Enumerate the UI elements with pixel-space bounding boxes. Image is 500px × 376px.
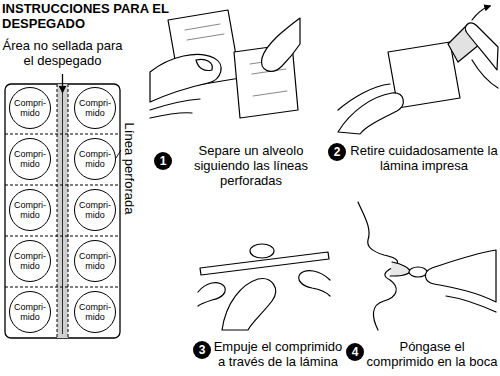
number-text: 4	[352, 346, 359, 358]
tablet-circle: Compri- mido	[9, 138, 51, 180]
tablet-circle: Compri- mido	[74, 189, 116, 231]
step-1-picture	[150, 10, 300, 118]
thumb	[262, 18, 300, 71]
tablet-circle: Compri- mido	[9, 189, 51, 231]
step-caption: Separe un alveolo siguiendo las líneas p…	[190, 143, 312, 188]
tablet-circle: Compri- mido	[74, 138, 116, 180]
tablet-text: Compri- mido	[11, 200, 49, 220]
number-text: 2	[334, 146, 341, 158]
finger-line	[150, 99, 200, 118]
tablet-text: Compri- mido	[11, 302, 49, 322]
holding-finger	[198, 283, 225, 306]
tablet-circle: Compri- mido	[9, 291, 51, 333]
step-caption: Retire cuidadosamente la lámina impresa	[349, 143, 499, 173]
tablet-text: Compri- mido	[11, 149, 49, 169]
strip-line	[62, 92, 63, 334]
step-2-picture	[338, 6, 498, 134]
pushing-finger	[222, 279, 276, 330]
step-caption: Póngase el comprimido en la boca	[366, 339, 498, 369]
tablet-text: Compri- mido	[11, 251, 49, 271]
tablet	[409, 267, 427, 277]
step-3-picture	[198, 244, 330, 330]
tablet-text: Compri- mido	[76, 251, 114, 271]
thumbnail	[196, 59, 212, 70]
note-label: Área no sellada para el despegado	[2, 38, 123, 68]
tablet-circle: Compri- mido	[74, 291, 116, 333]
tablet-text: Compri- mido	[76, 200, 114, 220]
step-caption: Empuje el comprimido a través de la lámi…	[212, 339, 344, 369]
tablet-text: Compri- mido	[76, 98, 114, 118]
right-hand	[472, 60, 498, 88]
tablet-circle: Compri- mido	[9, 87, 51, 129]
callout-number: 4	[346, 343, 364, 361]
right-hand	[465, 23, 498, 70]
title: INSTRUCCIONES PARA EL DESPEGADO	[2, 1, 174, 31]
open-mouth	[390, 262, 410, 276]
strip-arrow	[62, 74, 63, 92]
tablet-circle: Compri- mido	[74, 240, 116, 282]
perforation-line	[57, 84, 58, 338]
tablet-text: Compri- mido	[11, 98, 49, 118]
thumb	[150, 54, 221, 102]
callout-number: 2	[328, 143, 346, 161]
step-4-picture	[358, 202, 496, 330]
blister-pack	[5, 74, 121, 338]
number-text: 1	[160, 155, 167, 167]
unsealed-strip	[57, 84, 68, 338]
holding-finger	[299, 271, 330, 296]
tablet-circle: Compri- mido	[9, 240, 51, 282]
hand	[446, 296, 496, 312]
tablet-text: Compri- mido	[76, 302, 114, 322]
tablet	[250, 244, 274, 258]
leader-line	[116, 150, 121, 158]
number-text: 3	[199, 344, 206, 356]
blister-outline	[5, 84, 120, 338]
callout-number: 1	[154, 152, 172, 170]
tablet-text: Compri- mido	[76, 149, 114, 169]
tablet-circle: Compri- mido	[74, 87, 116, 129]
perforation-line	[68, 84, 69, 338]
callout-number: 3	[193, 341, 211, 359]
hand	[425, 250, 496, 302]
perforation-label: Línea perforada	[122, 120, 137, 216]
left-hand	[338, 93, 403, 134]
left-hand	[338, 84, 390, 110]
peel-arrow	[472, 6, 490, 20]
